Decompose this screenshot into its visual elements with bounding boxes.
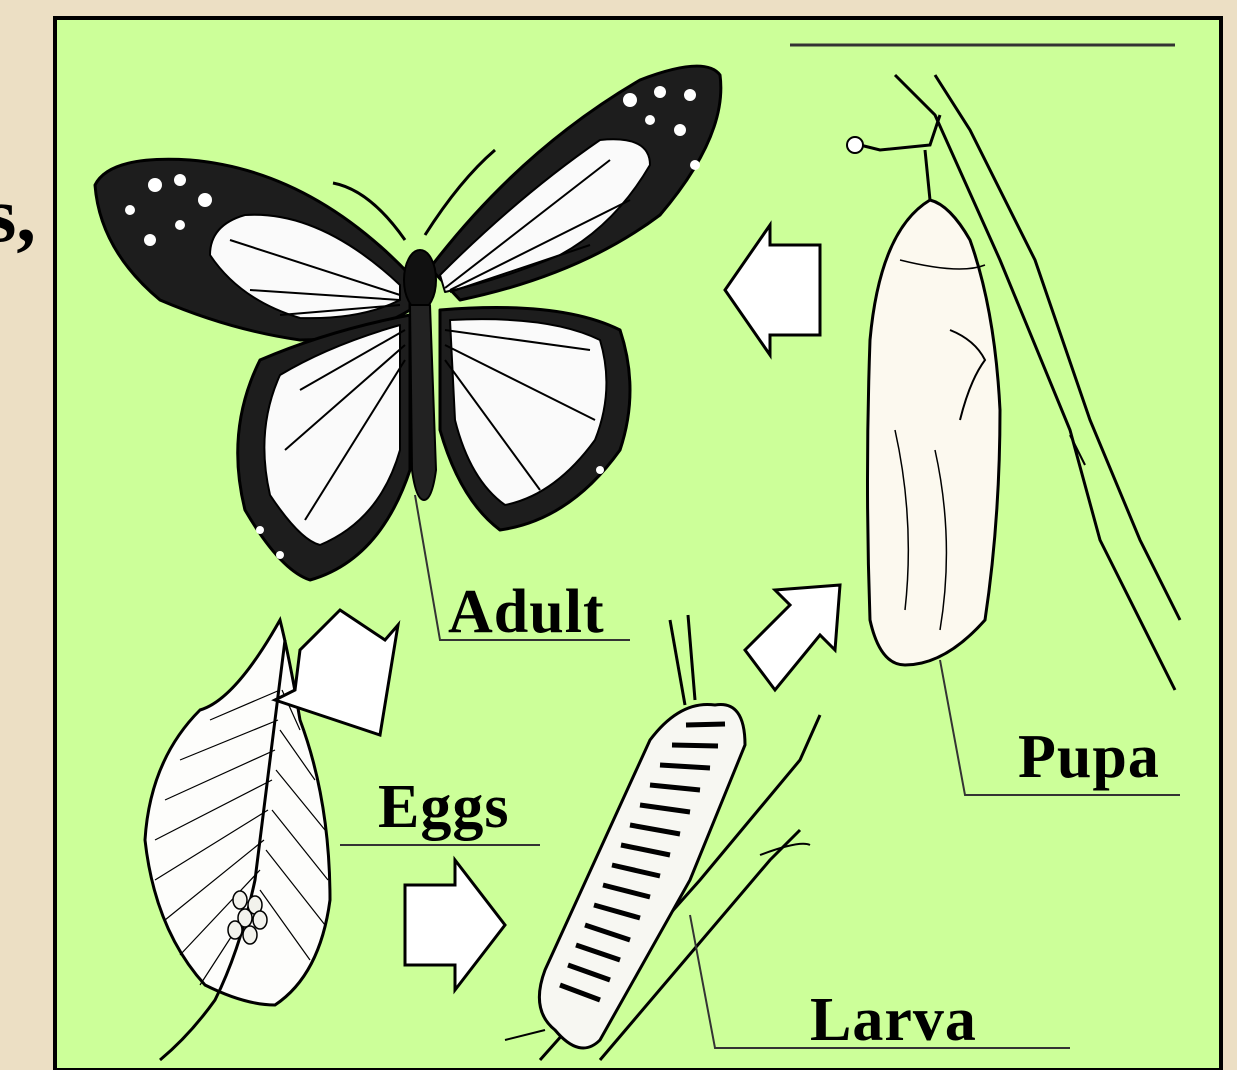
adult-label: Adult — [448, 577, 605, 648]
pupa-label: Pupa — [1018, 722, 1160, 793]
eggs-label: Eggs — [378, 772, 509, 843]
larva-label: Larva — [810, 985, 977, 1056]
